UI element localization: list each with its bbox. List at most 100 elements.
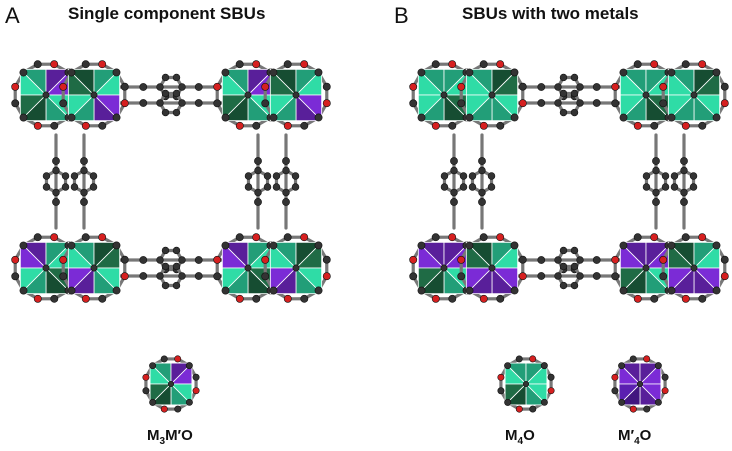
corner-b-tetra-face	[465, 94, 493, 122]
carbon-atom	[120, 82, 129, 91]
oxygen-atom	[650, 60, 659, 69]
carbon-atom	[50, 294, 59, 303]
carbon-atom	[221, 68, 230, 77]
carbon-atom	[559, 281, 568, 290]
carbon-atom	[156, 272, 164, 280]
carbon-atom	[720, 255, 729, 264]
central-oxygen-atom	[42, 264, 50, 272]
carbon-atom	[576, 272, 584, 280]
oxygen-atom	[611, 82, 620, 91]
carbon-atom	[252, 121, 261, 130]
carbon-atom	[61, 183, 70, 191]
oxygen-atom	[120, 99, 129, 108]
carbon-atom	[642, 183, 651, 191]
corner-a-tetra-face	[247, 241, 275, 269]
carbon-atom	[244, 183, 253, 191]
carbon-atom	[194, 256, 203, 264]
carbon-atom	[652, 157, 660, 165]
carbon-atom	[570, 246, 579, 255]
carbon-atom	[156, 99, 164, 107]
oxygen-atom	[496, 60, 505, 69]
carbon-atom	[559, 262, 568, 271]
corner-a-tetra-face	[645, 241, 673, 269]
formula-m3m-o-sub: 3	[159, 436, 166, 447]
framework-a	[11, 60, 331, 303]
carbon-atom	[156, 256, 164, 264]
corner-b-tetra-face	[491, 241, 519, 269]
carbon-atom	[67, 286, 76, 295]
oxygen-atom	[698, 60, 707, 69]
oxygen-atom	[322, 99, 331, 108]
central-oxygen-atom	[292, 91, 300, 99]
sbu-m3m-o	[142, 355, 200, 413]
oxygen-atom	[322, 272, 331, 281]
formula-m3m-o-rest: M′O	[165, 427, 193, 444]
carbon-atom	[417, 113, 426, 122]
formula-m4o-rest: O	[523, 427, 535, 444]
corner-b-tetra-face	[667, 267, 695, 295]
carbon-atom	[633, 60, 642, 69]
carbon-atom	[661, 172, 670, 180]
carbon-atom	[537, 83, 546, 91]
oxygen-atom	[681, 294, 690, 303]
corner-a-tetra-face	[645, 68, 673, 96]
carbon-atom	[11, 272, 20, 281]
carbon-atom	[611, 272, 620, 281]
carbon-atom	[576, 256, 584, 264]
oxygen-atom	[431, 121, 440, 130]
central-oxygen-atom	[488, 264, 496, 272]
carbon-atom	[448, 294, 457, 303]
oxygen-atom	[518, 272, 527, 281]
carbon-atom	[570, 281, 579, 290]
carbon-atom	[172, 262, 181, 271]
oxygen-atom	[300, 60, 309, 69]
carbon-atom	[142, 387, 150, 395]
formula-mprime4o-rest: O	[639, 427, 652, 444]
formula-m4o-sub: 4	[517, 436, 524, 447]
framework-b	[409, 60, 729, 303]
carbon-atom	[497, 387, 505, 395]
oxygen-atom	[448, 233, 457, 242]
panel-b-title: SBUs with two metals	[462, 4, 639, 23]
carbon-atom	[496, 121, 505, 130]
carbon-atom	[139, 272, 148, 280]
corner-a-tetra-face	[19, 267, 47, 295]
carbon-atom	[149, 398, 157, 406]
carbon-atom	[667, 68, 676, 77]
carbon-atom	[518, 82, 527, 91]
carbon-atom	[465, 68, 474, 77]
carbon-atom	[496, 294, 505, 303]
carbon-atom	[172, 73, 181, 82]
carbon-atom	[478, 198, 486, 206]
carbon-atom	[712, 113, 721, 122]
oxygen-atom	[629, 405, 637, 413]
oxygen-atom	[633, 121, 642, 130]
central-oxygen-atom	[244, 91, 252, 99]
oxygen-atom	[81, 294, 90, 303]
oxygen-atom	[11, 82, 20, 91]
carbon-atom	[172, 281, 181, 290]
carbon-atom	[161, 246, 170, 255]
carbon-atom	[554, 99, 562, 107]
carbon-atom	[459, 172, 468, 180]
carbon-atom	[67, 241, 76, 250]
sbu-mprime4o	[611, 355, 669, 413]
carbon-atom	[478, 157, 486, 165]
corner-a-tetra-face	[247, 68, 275, 96]
carbon-atom	[19, 286, 28, 295]
oxygen-atom	[81, 121, 90, 130]
carbon-atom	[235, 60, 244, 69]
carbon-atom	[576, 83, 584, 91]
carbon-atom	[510, 113, 519, 122]
carbon-atom	[149, 362, 157, 370]
corner-b-tetra-face	[693, 241, 721, 269]
carbon-atom	[479, 233, 488, 242]
carbon-atom	[465, 241, 474, 250]
carbon-atom	[570, 262, 579, 271]
carbon-atom	[689, 172, 698, 180]
carbon-atom	[19, 113, 28, 122]
carbon-atom	[269, 286, 278, 295]
central-oxygen-atom	[167, 380, 175, 388]
carbon-atom	[698, 121, 707, 130]
central-oxygen-atom	[488, 91, 496, 99]
